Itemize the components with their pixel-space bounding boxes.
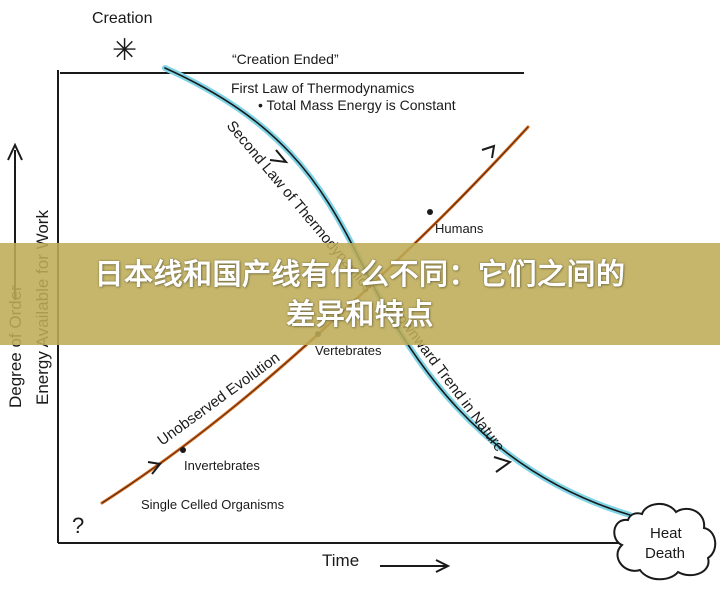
invertebrates-label: Invertebrates [184, 458, 260, 473]
evolution-label: Unobserved Evolution [154, 349, 283, 449]
banner-title-line2: 差异和特点 [286, 297, 434, 331]
heat-death-line2: Death [645, 545, 685, 562]
x-axis-arrow [380, 559, 451, 573]
invertebrates-dot [180, 447, 186, 453]
single-celled-label: Single Celled Organisms [141, 497, 285, 512]
vertebrates-label: Vertebrates [315, 343, 382, 358]
creation-marker: ✳ [112, 34, 137, 67]
banner-title-line1: 日本线和国产线有什么不同：它们之间的 [94, 257, 626, 291]
descending-arrowhead-2 [493, 456, 513, 473]
question-mark: ? [72, 513, 84, 538]
humans-dot [427, 209, 433, 215]
first-law-title: First Law of Thermodynamics [231, 80, 414, 96]
ascending-arrowhead-2 [481, 144, 496, 159]
humans-label: Humans [435, 221, 484, 236]
x-axis-label: Time [322, 551, 359, 570]
creation-ended-label: “Creation Ended” [232, 51, 339, 67]
first-law-point: • Total Mass Energy is Constant [258, 97, 456, 113]
descending-arrowhead-1 [269, 149, 289, 164]
heat-death-cloud [613, 503, 717, 581]
title-banner: 日本线和国产线有什么不同：它们之间的 差异和特点 [0, 243, 720, 345]
heat-death-line1: Heat [650, 525, 683, 542]
creation-label: Creation [92, 10, 152, 27]
ascending-arrowhead-1 [147, 461, 162, 475]
